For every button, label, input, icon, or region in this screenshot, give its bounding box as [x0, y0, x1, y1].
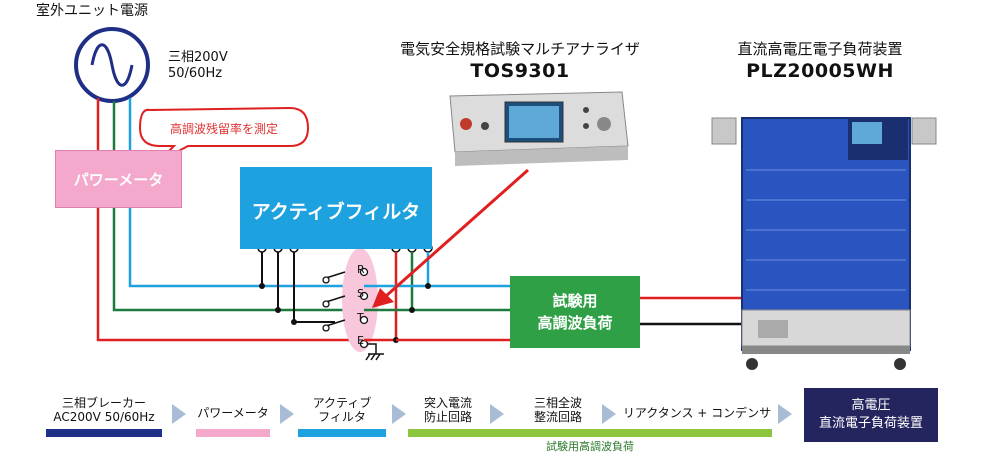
selector-terminals — [359, 267, 369, 349]
bar-test-load — [408, 429, 772, 437]
ground-icon — [365, 343, 384, 361]
wire-blue-bottom — [128, 206, 362, 288]
flow-bracket-label: 試験用高調波負荷 — [546, 440, 634, 453]
flow-bars — [46, 429, 772, 437]
switch-contacts — [325, 271, 346, 327]
bar-power-meter — [196, 429, 270, 437]
sine-wave-icon — [90, 43, 134, 87]
measure-arrow — [385, 168, 529, 298]
bar-active-filter — [298, 429, 386, 437]
flow-step-rectifier-line2: 整流回路 — [533, 410, 582, 424]
power-meter-box: パワーメータ — [55, 150, 182, 208]
flow-step-breaker: 三相ブレーカー AC200V 50/60Hz — [44, 396, 164, 424]
flow-step-active-filter: アクティブ フィルタ — [298, 396, 386, 424]
flow-step-inrush-line2: 防止回路 — [423, 410, 472, 424]
flow-step-reactance: リアクタンス + コンデンサ — [622, 406, 772, 420]
test-load-line2: 高調波負荷 — [537, 314, 613, 332]
source-spec-line2: 50/60Hz — [168, 66, 223, 81]
plz20005wh-model: PLZ20005WH — [746, 60, 894, 82]
bar-breaker — [46, 429, 162, 437]
flow-step-inrush: 突入電流 防止回路 — [408, 396, 488, 424]
tos9301-device-icon — [449, 91, 629, 166]
tos9301-name: 電気安全規格試験マルチアナライザ — [400, 40, 640, 58]
flow-step-power-meter: パワーメータ — [197, 406, 269, 420]
switch-letter-r: R — [357, 263, 365, 276]
switch-letter-e: E — [357, 334, 364, 347]
af-out-blue — [426, 252, 510, 288]
flow-step-inrush-line1: 突入電流 — [423, 396, 472, 410]
flow-step-active-filter-line1: アクティブ — [312, 396, 372, 410]
source-spec-line1: 三相200V — [168, 50, 228, 65]
flow-final-box: 高電圧 直流電子負荷装置 — [804, 388, 938, 442]
test-load-box: 試験用 高調波負荷 — [510, 276, 640, 348]
active-filter-box: アクティブフィルタ — [240, 167, 432, 249]
tos9301-model: TOS9301 — [470, 60, 570, 82]
flow-step-rectifier: 三相全波 整流回路 — [516, 396, 600, 424]
switch-letter-t: T — [357, 311, 364, 324]
wire-red-bottom — [96, 206, 362, 342]
source-spec: 三相200V 50/60Hz — [168, 50, 228, 82]
flow-step-breaker-line2: AC200V 50/60Hz — [53, 410, 155, 424]
callout-text: 高調波残留率を測定 — [169, 121, 278, 136]
source-title: 室外ユニット電源 — [36, 3, 148, 19]
flow-final-line1: 高電圧 — [851, 398, 891, 413]
switch-letter-s: S — [357, 287, 364, 300]
flow-final-line2: 直流電子負荷装置 — [818, 416, 923, 431]
flow-step-breaker-line1: 三相ブレーカー — [61, 396, 146, 410]
flow-arrows — [172, 404, 792, 424]
plz20005wh-name: 直流高電圧電子負荷装置 — [737, 40, 903, 58]
flow-step-rectifier-line1: 三相全波 — [533, 396, 582, 410]
af-input-wires — [261, 250, 335, 323]
junction-dots — [259, 283, 297, 325]
test-load-line1: 試験用 — [552, 292, 598, 310]
selector-highlight — [342, 248, 378, 352]
flow-step-active-filter-line2: フィルタ — [318, 410, 366, 424]
plz20005wh-device-icon — [711, 117, 937, 370]
